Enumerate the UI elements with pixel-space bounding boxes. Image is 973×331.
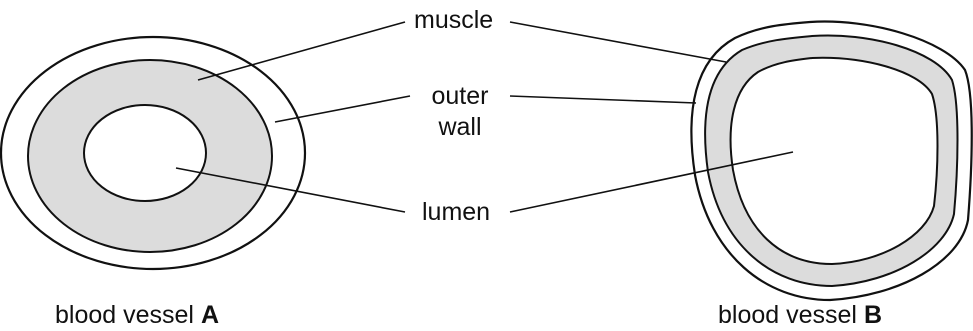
caption-b-prefix: blood vessel <box>718 301 857 329</box>
outer-wall-leader-a <box>274 95 411 123</box>
blood-vessel-a <box>0 35 307 271</box>
muscle-leader-a <box>197 21 406 81</box>
caption-blood-vessel-b: blood vessel B <box>718 303 882 328</box>
outer-wall-label-line1: outer <box>431 82 489 110</box>
caption-b-letter: B <box>863 301 882 329</box>
outer-wall-label-line2: wall <box>438 113 482 141</box>
lumen-leader-a <box>175 167 406 213</box>
muscle-leader-b <box>509 21 727 63</box>
caption-blood-vessel-a: blood vessel A <box>55 303 219 328</box>
blood-vessel-b <box>690 20 973 302</box>
caption-a-prefix: blood vessel <box>55 301 194 329</box>
caption-a-letter: A <box>200 301 219 329</box>
lumen-leader-b <box>509 151 794 213</box>
outer-wall-label: outer wall <box>420 84 500 140</box>
vessel-a-lumen <box>83 104 207 202</box>
leader-lines <box>175 21 794 213</box>
muscle-label: muscle <box>414 6 494 34</box>
lumen-label: lumen <box>422 198 491 226</box>
outer-wall-leader-b <box>509 95 697 104</box>
vessel-b-lumen <box>729 56 939 266</box>
